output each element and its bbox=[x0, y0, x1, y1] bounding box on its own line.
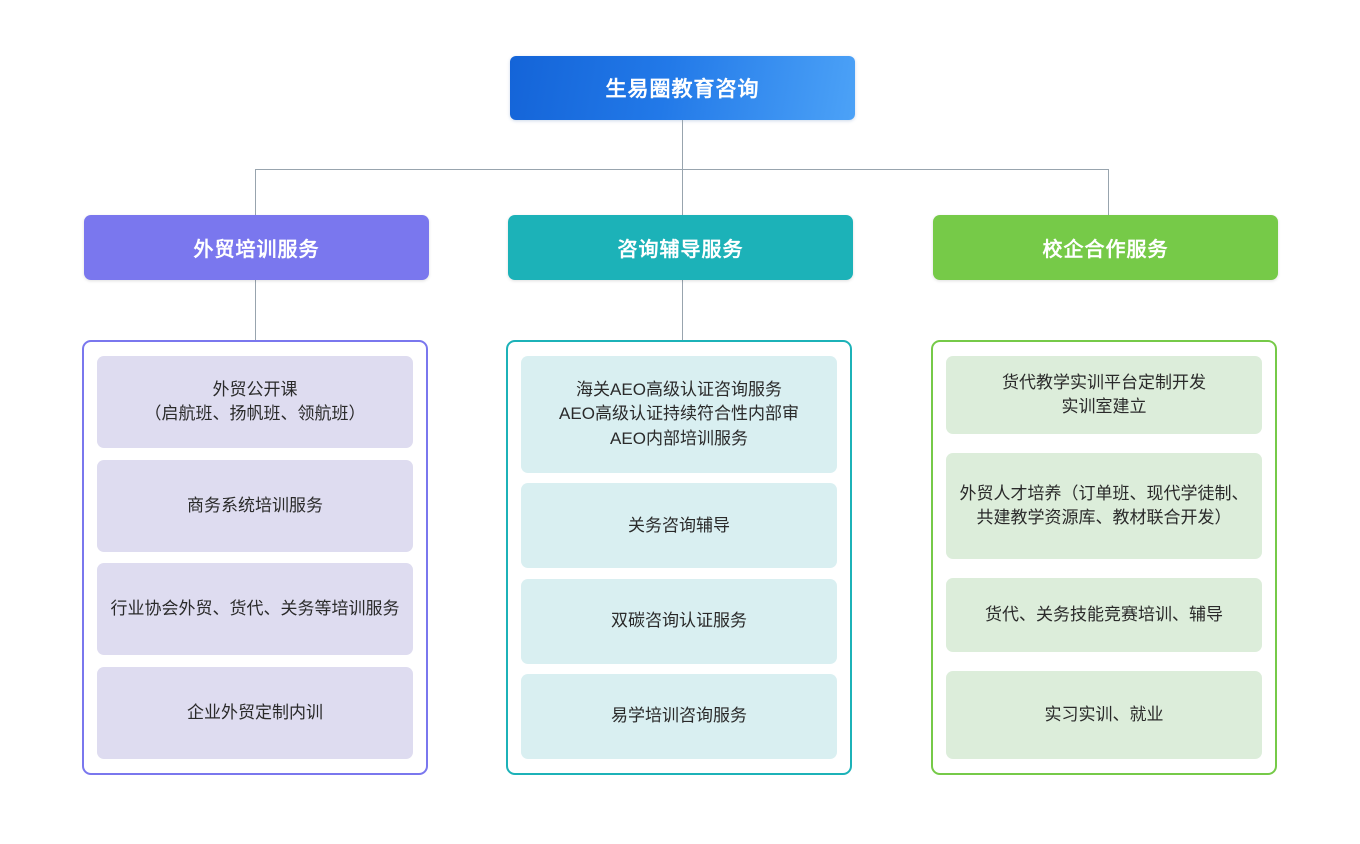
service-item[interactable]: 外贸公开课 （启航班、扬帆班、领航班） bbox=[97, 356, 413, 448]
category-header-training[interactable]: 外贸培训服务 bbox=[84, 215, 429, 280]
service-group-cooperation: 货代教学实训平台定制开发 实训室建立 外贸人才培养（订单班、现代学徒制、共建教学… bbox=[931, 340, 1277, 775]
category-header-consulting[interactable]: 咨询辅导服务 bbox=[508, 215, 853, 280]
service-item[interactable]: 海关AEO高级认证咨询服务 AEO高级认证持续符合性内部审 AEO内部培训服务 bbox=[521, 356, 837, 473]
service-group-training: 外贸公开课 （启航班、扬帆班、领航班） 商务系统培训服务 行业协会外贸、货代、关… bbox=[82, 340, 428, 775]
service-item[interactable]: 关务咨询辅导 bbox=[521, 483, 837, 569]
service-item[interactable]: 双碳咨询认证服务 bbox=[521, 578, 837, 664]
connector-drop-col1 bbox=[682, 169, 683, 215]
service-item[interactable]: 货代教学实训平台定制开发 实训室建立 bbox=[946, 356, 1262, 434]
connector-drop-col2 bbox=[1108, 169, 1109, 215]
root-node[interactable]: 生易圈教育咨询 bbox=[510, 56, 855, 120]
connector-stem-col0 bbox=[255, 280, 256, 340]
service-item[interactable]: 易学培训咨询服务 bbox=[521, 673, 837, 759]
service-group-consulting: 海关AEO高级认证咨询服务 AEO高级认证持续符合性内部审 AEO内部培训服务 … bbox=[506, 340, 852, 775]
connector-drop-col0 bbox=[255, 169, 256, 215]
category-header-cooperation[interactable]: 校企合作服务 bbox=[933, 215, 1278, 280]
connector-root-stem bbox=[682, 120, 683, 169]
service-item[interactable]: 实习实训、就业 bbox=[946, 671, 1262, 759]
service-item[interactable]: 商务系统培训服务 bbox=[97, 459, 413, 552]
service-item[interactable]: 行业协会外贸、货代、关务等培训服务 bbox=[97, 563, 413, 656]
connector-stem-col1 bbox=[682, 280, 683, 340]
service-item[interactable]: 企业外贸定制内训 bbox=[97, 666, 413, 759]
service-item[interactable]: 外贸人才培养（订单班、现代学徒制、共建教学资源库、教材联合开发） bbox=[946, 453, 1262, 559]
service-item[interactable]: 货代、关务技能竞赛培训、辅导 bbox=[946, 578, 1262, 652]
